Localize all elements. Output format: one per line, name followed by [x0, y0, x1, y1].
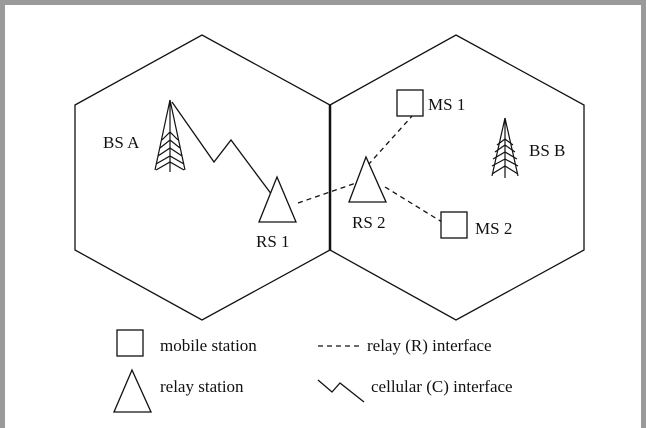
legend-cellular-interface-line	[317, 379, 365, 403]
legend-mobile-station-label: mobile station	[160, 336, 257, 355]
relay-station-1-label: RS 1	[256, 232, 290, 251]
relay-station-2-label: RS 2	[352, 213, 386, 232]
mobile-station-2-icon	[440, 211, 468, 239]
relay-link-rs1-rs2	[297, 182, 357, 204]
legend: mobile station relay (R) interface relay…	[113, 329, 513, 413]
legend-relay-station-icon	[113, 368, 153, 413]
mobile-station-1-label: MS 1	[428, 95, 465, 114]
base-station-a-label: BS A	[103, 133, 140, 152]
legend-relay-station-label: relay station	[160, 377, 244, 396]
mobile-station-2-label: MS 2	[475, 219, 512, 238]
relay-link-rs2-ms1	[367, 114, 414, 166]
mobile-station-1-icon	[396, 89, 424, 117]
base-station-a-icon	[154, 99, 186, 172]
legend-mobile-station-icon	[116, 329, 144, 357]
cellular-interface-link	[171, 101, 273, 196]
base-station-b-label: BS B	[529, 141, 565, 160]
legend-relay-interface-label: relay (R) interface	[367, 336, 492, 355]
relay-link-rs2-ms2	[384, 186, 443, 223]
relay-station-1-icon	[258, 175, 297, 223]
left-cell-hexagon	[74, 34, 331, 321]
relay-station-2-icon	[348, 155, 388, 203]
base-station-b-icon	[491, 117, 519, 178]
legend-cellular-interface-label: cellular (C) interface	[371, 377, 513, 396]
